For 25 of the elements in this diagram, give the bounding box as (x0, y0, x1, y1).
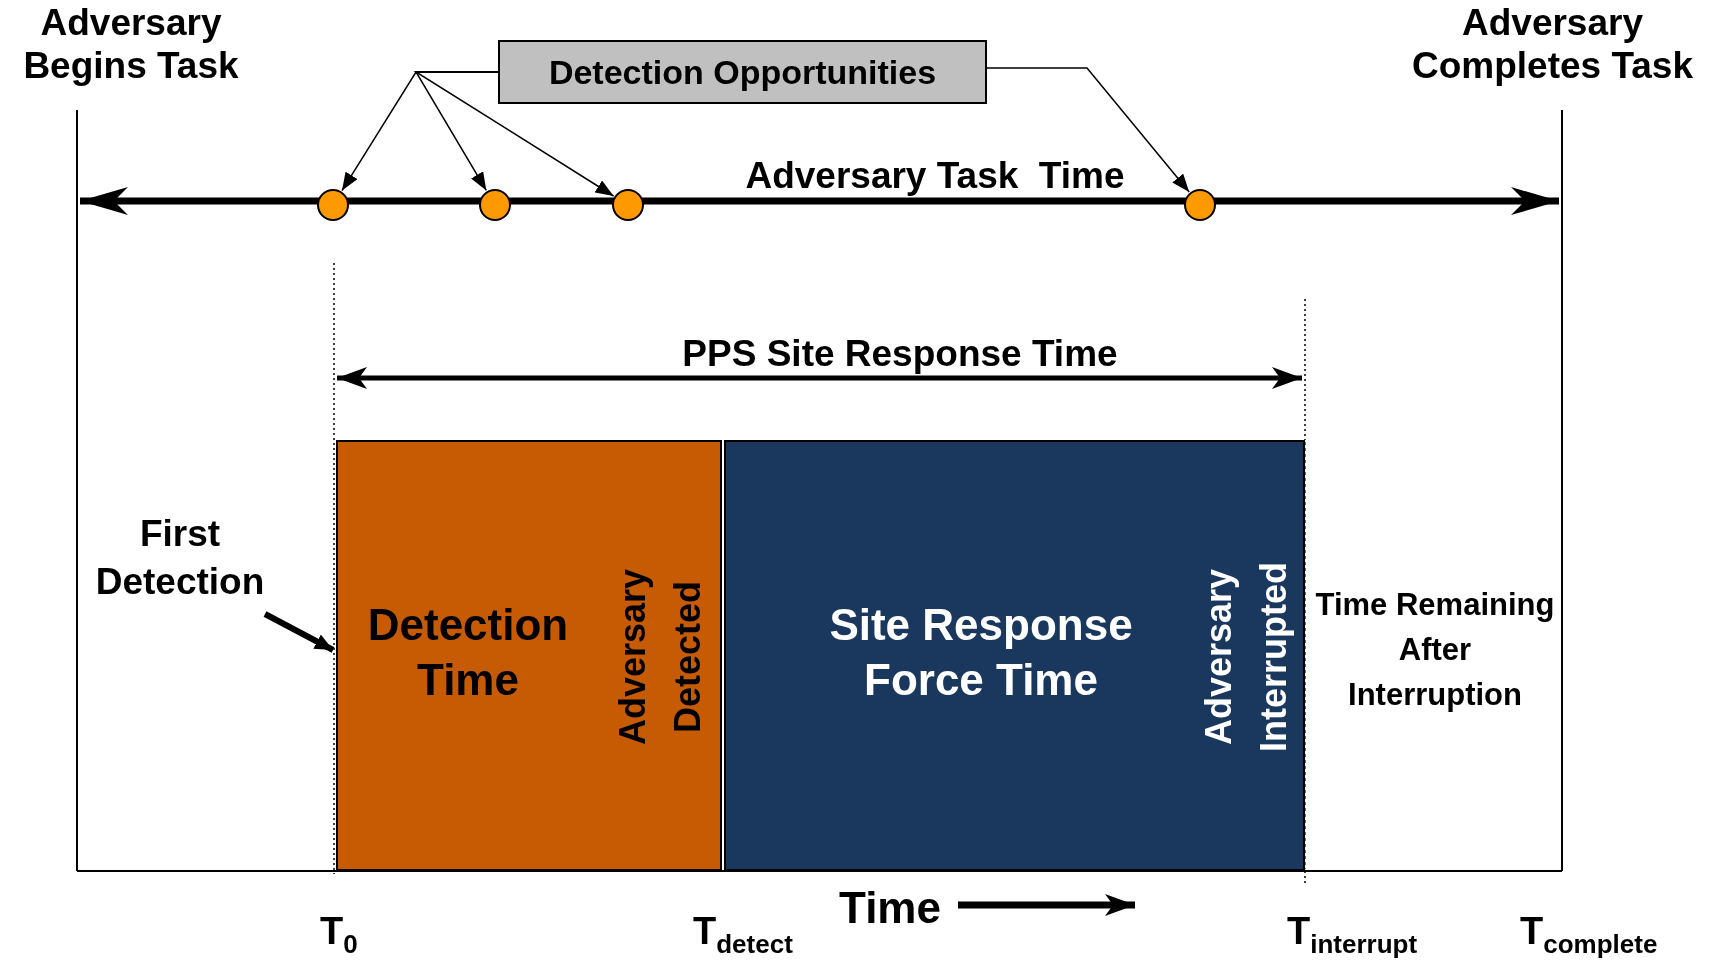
event-label: Adversary Interrupted (1197, 561, 1295, 754)
leader-line (986, 67, 1190, 193)
bar-label: Detection Time (366, 599, 570, 706)
time-marker-label: T$_{complete}$ (1520, 910, 1659, 960)
leader-line (413, 71, 615, 197)
event-marker (317, 189, 349, 221)
time-marker-label: T$_{interrupt}$ (1287, 910, 1419, 960)
callout-box: Detection Opportunities (498, 40, 987, 104)
axis-label: Time (838, 883, 942, 934)
callout-text: First Detection (60, 510, 300, 606)
event-label: Adversary Detected (611, 567, 709, 748)
dimension-label: Adversary Task Time (744, 155, 1126, 198)
arrow (263, 611, 335, 653)
detection-time-bar (336, 440, 722, 871)
bar-label: Site Response Force Time (828, 599, 1134, 706)
event-marker (479, 189, 511, 221)
timeline-end-label: Adversary Completes Task (1411, 2, 1694, 88)
region-label: Time Remaining After Interruption (1315, 586, 1555, 714)
response-time-bar (724, 440, 1305, 871)
time-marker-label: T$_{detect}$ (693, 910, 794, 960)
dimension-label: PPS Site Response Time (681, 333, 1119, 376)
event-marker (612, 189, 644, 221)
time-marker-label: T$_{0}$ (320, 910, 359, 960)
event-marker (1184, 189, 1216, 221)
timeline-end-label: Adversary Begins Task (22, 2, 240, 88)
